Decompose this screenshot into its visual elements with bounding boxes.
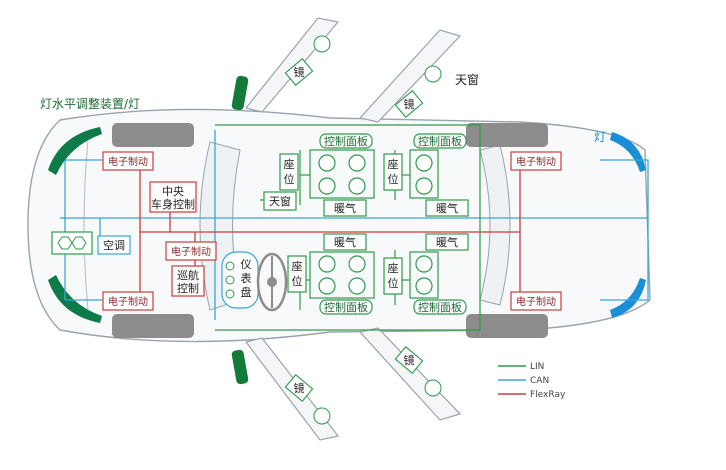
taillamp-bottom (610, 278, 646, 318)
central-body-label-2: 车身控制 (151, 197, 195, 211)
ebrake-fl-label: 电子制动 (108, 155, 148, 168)
seat-motors (309, 149, 439, 299)
legend-flexray: FlexRay (530, 390, 566, 400)
seat-rr-label-2: 位 (388, 276, 399, 290)
ctrl-panel-2-label: 控制面板 (418, 134, 462, 148)
mirror-3: 镜 (394, 346, 442, 397)
dashboard-label-3: 盘 (241, 285, 252, 299)
tire-front-left (112, 123, 194, 147)
rear-light-label: 灯 (594, 130, 606, 144)
heat-2-box (425, 199, 469, 217)
ctrl-panel-3-label: 控制面板 (324, 300, 368, 314)
seat-fl-label-1: 座 (284, 157, 295, 171)
heat-1-label: 暖气 (334, 201, 356, 215)
ebrake-fl-box (102, 151, 154, 171)
aircon-label: 空调 (103, 238, 125, 252)
mirror-3-label: 镜 (404, 353, 415, 367)
ebrake-rr-label: 电子制动 (516, 295, 556, 308)
dashboard-label-1: 仪 (241, 258, 252, 271)
front-light-module (51, 231, 93, 255)
headlamp-left (48, 127, 102, 175)
can-bus-lines (60, 130, 649, 320)
ebrake-rl-box (102, 291, 154, 311)
seat-rl-box (383, 153, 403, 191)
ctrl-panel-2-box (413, 133, 467, 149)
mirror-2-label: 镜 (404, 97, 415, 111)
ebrake-fr-label: 电子制动 (516, 155, 556, 168)
heat-3-box (323, 233, 367, 251)
door-rear-top (358, 29, 462, 123)
ctrl-panel-4-box (413, 299, 467, 315)
ctrl-panel-4-label: 控制面板 (418, 300, 462, 314)
sunroof-label: 天窗 (455, 73, 479, 87)
heat-1-box (323, 199, 367, 217)
sunroof-box (263, 191, 297, 211)
legend: LIN CAN FlexRay (498, 362, 566, 400)
ebrake-fr-box (510, 151, 562, 171)
door-rear-bottom (358, 327, 462, 421)
seat-fr-box (287, 255, 307, 293)
rear-window (479, 144, 511, 306)
cruise-label-1: 巡航 (177, 268, 199, 282)
heat-2-label: 暖气 (436, 201, 458, 215)
seat-fl-label-2: 位 (284, 172, 295, 186)
mirror-1: 镜 (284, 35, 331, 86)
ctrl-panel-1-label: 控制面板 (324, 134, 368, 148)
seat-fr-label-2: 位 (292, 274, 303, 288)
ebrake-mid-label: 电子制动 (171, 245, 211, 258)
central-body-box (149, 181, 197, 213)
mirror-4-label: 镜 (294, 381, 305, 395)
seat-fl-box (279, 153, 299, 191)
sunroof-inner-label: 天窗 (269, 194, 291, 208)
legend-lin: LIN (530, 362, 544, 372)
legend-can: CAN (530, 376, 549, 386)
ebrake-rr-box (510, 291, 562, 311)
headlamp-level-label: 灯水平调整装置/灯 (40, 96, 140, 111)
mirror-2: 镜 (394, 65, 442, 118)
seat-rl-label-1: 座 (388, 157, 399, 171)
seat-rr-label-1: 座 (388, 261, 399, 275)
heat-4-box (425, 233, 469, 251)
heat-3-label: 暖气 (334, 235, 356, 249)
ebrake-mid-box (165, 241, 217, 261)
ebrake-rl-label: 电子制动 (108, 295, 148, 308)
cruise-box (171, 265, 205, 297)
aircon-box (97, 235, 131, 255)
tire-rear-left (466, 123, 548, 147)
mirror-4: 镜 (284, 374, 331, 425)
ctrl-panel-3-box (319, 299, 373, 315)
tire-rear-right (466, 314, 548, 338)
dashboard-label-2: 表 (241, 271, 252, 285)
cruise-label-2: 控制 (177, 281, 199, 295)
door-front-top (231, 17, 340, 113)
seat-rl-label-2: 位 (388, 172, 399, 186)
steering-wheel-icon (256, 252, 288, 312)
door-front-bottom (231, 337, 340, 441)
heat-4-label: 暖气 (436, 235, 458, 249)
seat-rr-box (383, 257, 403, 295)
mirror-1-label: 镜 (294, 65, 305, 79)
flexray-lines (139, 170, 521, 300)
ctrl-panel-1-box (319, 133, 373, 149)
seat-fr-label-1: 座 (292, 259, 303, 273)
taillamp-top (610, 132, 646, 172)
central-body-label-1: 中央 (162, 185, 184, 198)
tire-front-right (112, 314, 194, 338)
headlamp-right (48, 275, 102, 323)
